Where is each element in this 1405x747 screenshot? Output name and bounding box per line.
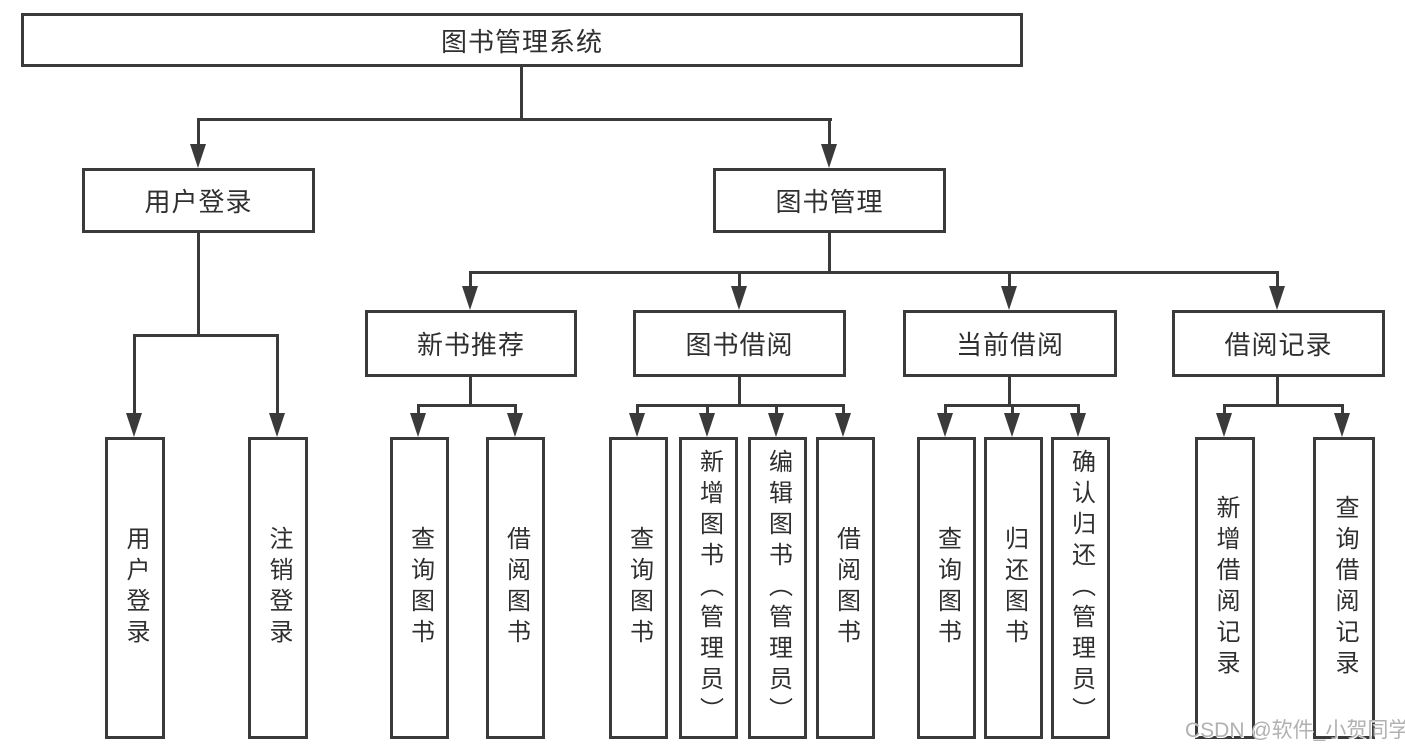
connector-line	[636, 404, 639, 417]
arrow-down-icon	[1269, 286, 1285, 310]
connector-line	[738, 377, 741, 407]
arrow-down-icon	[1001, 286, 1017, 310]
csdn-watermark: CSDN @软件_小贺同学	[1185, 719, 1405, 742]
arrow-down-icon	[937, 413, 953, 437]
leaf-user-login: 用户登录	[105, 437, 165, 739]
arrow-down-icon	[126, 413, 142, 437]
leaf-query-book-borrow: 查询图书	[609, 437, 668, 739]
connector-line	[1223, 404, 1226, 417]
connector-line	[469, 377, 472, 407]
arrow-down-icon	[821, 144, 837, 168]
node-book-management: 图书管理	[713, 168, 946, 233]
arrow-down-icon	[629, 413, 645, 437]
connector-line	[417, 404, 420, 417]
connector-line	[133, 334, 279, 337]
connector-line	[1276, 377, 1279, 407]
arrow-down-icon	[269, 413, 285, 437]
connector-line	[1008, 377, 1011, 407]
connector-line	[469, 271, 1279, 274]
connector-line	[197, 118, 832, 121]
connector-line	[828, 118, 831, 148]
arrow-down-icon	[1070, 413, 1086, 437]
arrow-down-icon	[507, 413, 523, 437]
connector-line	[1077, 404, 1080, 417]
connector-line	[706, 404, 709, 417]
connector-line	[828, 233, 831, 274]
node-new-book-recommend: 新书推荐	[365, 310, 577, 377]
connector-line	[1011, 404, 1014, 417]
node-user-login: 用户登录	[82, 168, 315, 233]
connector-line	[842, 404, 845, 417]
arrow-down-icon	[731, 286, 747, 310]
connector-line	[514, 404, 517, 417]
arrow-down-icon	[1216, 413, 1232, 437]
arrow-down-icon	[699, 413, 715, 437]
leaf-add-borrow-record: 新增借阅记录	[1195, 437, 1255, 739]
node-current-borrow: 当前借阅	[903, 310, 1117, 377]
arrow-down-icon	[190, 144, 206, 168]
arrow-down-icon	[462, 286, 478, 310]
arrow-down-icon	[835, 413, 851, 437]
connector-line	[1341, 404, 1344, 417]
leaf-query-book-current: 查询图书	[917, 437, 976, 739]
arrow-down-icon	[768, 413, 784, 437]
connector-line	[469, 271, 472, 291]
leaf-edit-book-admin: 编辑图书（管理员）	[748, 437, 807, 739]
connector-line	[520, 67, 523, 121]
arrow-down-icon	[1004, 413, 1020, 437]
connector-line	[944, 404, 947, 417]
connector-line	[197, 118, 200, 148]
arrow-down-icon	[1334, 413, 1350, 437]
connector-line	[1276, 271, 1279, 291]
leaf-query-book-recommend: 查询图书	[390, 437, 449, 739]
connector-line	[738, 271, 741, 291]
connector-line	[1008, 271, 1011, 291]
leaf-confirm-return-admin: 确认归还（管理员）	[1051, 437, 1110, 739]
leaf-borrow-book: 借阅图书	[816, 437, 875, 739]
connector-line	[133, 334, 136, 417]
node-root: 图书管理系统	[21, 13, 1023, 67]
leaf-return-book: 归还图书	[984, 437, 1043, 739]
connector-line	[276, 334, 279, 417]
leaf-borrow-book-recommend: 借阅图书	[486, 437, 545, 739]
connector-line	[1223, 404, 1344, 407]
connector-line	[636, 404, 845, 407]
connector-line	[417, 404, 517, 407]
leaf-add-book-admin: 新增图书（管理员）	[679, 437, 738, 739]
leaf-logout: 注销登录	[248, 437, 308, 739]
leaf-query-borrow-record: 查询借阅记录	[1313, 437, 1375, 739]
node-borrow-records: 借阅记录	[1172, 310, 1385, 377]
connector-line	[775, 404, 778, 417]
node-book-borrow: 图书借阅	[633, 310, 846, 377]
arrow-down-icon	[410, 413, 426, 437]
connector-line	[197, 233, 200, 337]
